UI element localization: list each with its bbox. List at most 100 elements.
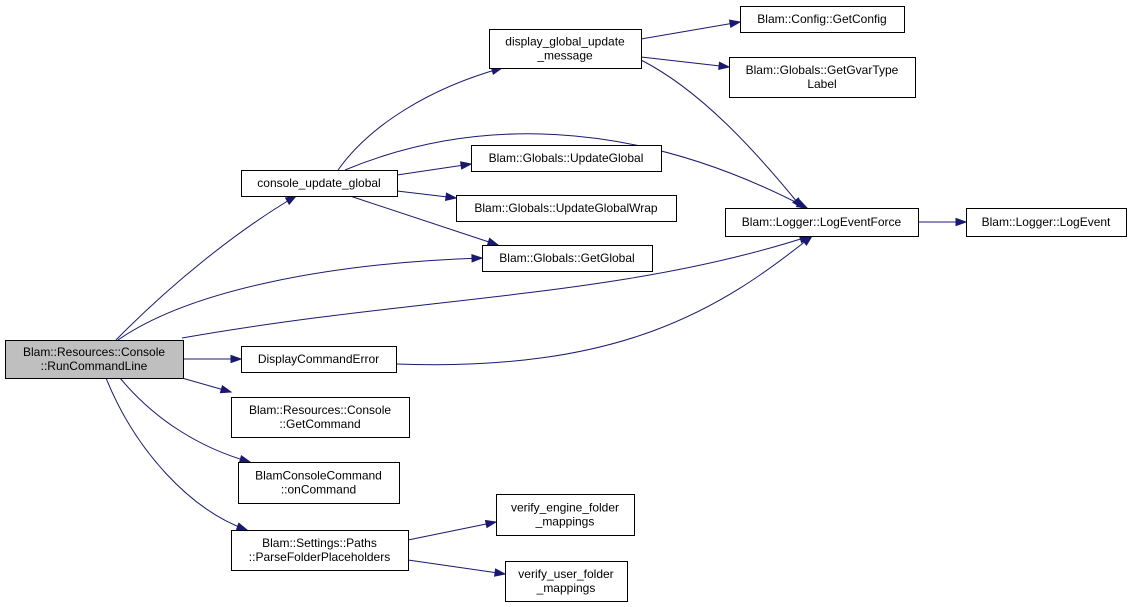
- edge-root-to-console_getcommand: [181, 377, 233, 394]
- arrowhead: [445, 192, 458, 202]
- node-console-update-global[interactable]: console_update_global: [241, 170, 398, 197]
- node-box: [231, 530, 409, 571]
- node-label-line: console_update_global: [257, 176, 380, 190]
- arrowhead: [471, 254, 484, 263]
- arrowhead: [460, 161, 473, 170]
- edge-line: [119, 377, 251, 463]
- node-label-line: Blam::Resources::Console: [249, 403, 391, 417]
- edge-display_global_update_message-to-config_getconfig: [640, 19, 742, 40]
- node-label-line: verify_engine_folder: [511, 501, 619, 515]
- node-box: [238, 462, 400, 504]
- node-logger-logevent[interactable]: Blam::Logger::LogEvent: [966, 208, 1127, 237]
- edge-displaycommanderror-to-logger_logeventforce: [395, 235, 814, 366]
- edge-line: [115, 195, 297, 341]
- node-label-line: Blam::Logger::LogEventForce: [742, 215, 902, 229]
- edge-line: [640, 59, 803, 209]
- node-paths-parsefolderplaceholders[interactable]: Blam::Settings::Paths::ParseFolderPlaceh…: [231, 530, 409, 571]
- edge-root-to-globals_getglobal: [117, 254, 484, 341]
- edge-line: [181, 235, 811, 339]
- node-label-line: Blam::Settings::Paths: [262, 536, 377, 550]
- node-console-getcommand[interactable]: Blam::Resources::Console::GetCommand: [231, 397, 410, 438]
- node-label-line: Blam::Logger::LogEvent: [982, 215, 1111, 229]
- node-label-line: ::onCommand: [281, 483, 356, 497]
- edge-root-to-blamconsolecommand_oncommand: [119, 377, 252, 464]
- node-box: [231, 397, 410, 438]
- edge-line: [105, 377, 248, 531]
- node-box: [496, 494, 635, 536]
- arrowhead: [284, 195, 298, 206]
- edge-logger_logeventforce-to-logger_logevent: [918, 217, 968, 227]
- arrowhead: [238, 454, 252, 464]
- node-label-line: verify_user_folder: [518, 567, 613, 581]
- node-label-line: BlamConsoleCommand: [255, 469, 382, 483]
- arrowhead: [219, 384, 233, 394]
- edge-paths_parsefolderplaceholders-to-verify_engine_folder_mappings: [407, 519, 498, 541]
- node-label-line: Blam::Resources::Console: [23, 345, 165, 359]
- arrowhead: [955, 217, 968, 227]
- node-box: [456, 195, 677, 222]
- arrowhead: [230, 354, 243, 364]
- edge-line: [396, 163, 472, 176]
- edge-line: [640, 21, 741, 40]
- arrowhead: [801, 235, 814, 246]
- edge-line: [640, 56, 730, 68]
- node-label-line: Blam::Globals::UpdateGlobalWrap: [474, 201, 658, 215]
- node-label-line: display_global_update: [505, 35, 625, 49]
- node-label-line: Label: [807, 77, 836, 91]
- node-globals-updateglobalwrap[interactable]: Blam::Globals::UpdateGlobalWrap: [456, 195, 677, 222]
- node-label-line: DisplayCommandError: [258, 352, 379, 366]
- node-globals-getglobal[interactable]: Blam::Globals::GetGlobal: [482, 245, 653, 272]
- node-box: [489, 29, 642, 69]
- nodes-layer: Blam::Resources::Console::RunCommandLine…: [5, 6, 1127, 602]
- node-box: [966, 208, 1127, 237]
- edge-console_update_global-to-globals_updateglobal: [396, 161, 473, 176]
- arrowhead: [494, 568, 507, 577]
- node-label-line: _mappings: [535, 515, 595, 529]
- arrowhead: [792, 197, 803, 210]
- edges-layer: [105, 19, 968, 577]
- edge-display_global_update_message-to-logger_logeventforce: [640, 59, 803, 210]
- arrowhead: [235, 522, 249, 531]
- node-blamconsolecommand-oncommand[interactable]: BlamConsoleCommand::onCommand: [238, 462, 400, 504]
- node-box: [482, 245, 653, 272]
- node-label-line: Blam::Globals::GetGlobal: [499, 251, 634, 265]
- node-box: [471, 145, 662, 172]
- node-box: [241, 170, 398, 197]
- node-label-line: ::ParseFolderPlaceholders: [249, 550, 390, 564]
- node-label-line: Blam::Globals::GetGvarType: [746, 63, 899, 77]
- arrowhead: [728, 19, 742, 28]
- node-verify-engine-folder-mappings[interactable]: verify_engine_folder_mappings: [496, 494, 635, 536]
- edge-paths_parsefolderplaceholders-to-verify_user_folder_mappings: [407, 559, 507, 577]
- edge-line: [337, 67, 503, 171]
- node-label-line: Blam::Config::GetConfig: [757, 12, 886, 26]
- node-box: [505, 561, 628, 602]
- node-label-line: _message: [536, 49, 593, 63]
- node-root: Blam::Resources::Console::RunCommandLine: [5, 340, 184, 379]
- node-globals-updateglobal[interactable]: Blam::Globals::UpdateGlobal: [471, 145, 662, 172]
- node-box: [241, 346, 397, 373]
- edge-line: [117, 257, 483, 341]
- node-box: [5, 340, 184, 379]
- edge-line: [407, 559, 506, 575]
- edge-console_update_global-to-globals_updateglobalwrap: [396, 190, 458, 202]
- arrowhead: [484, 519, 498, 529]
- edge-root-to-console_update_global: [115, 195, 298, 341]
- node-label-line: ::RunCommandLine: [41, 359, 148, 373]
- edge-line: [344, 133, 808, 209]
- node-config-getconfig[interactable]: Blam::Config::GetConfig: [740, 6, 905, 33]
- node-label-line: _mappings: [536, 581, 596, 595]
- edge-line: [395, 235, 813, 366]
- node-label-line: Blam::Globals::UpdateGlobal: [489, 151, 644, 165]
- edge-line: [407, 521, 497, 541]
- node-label-line: ::GetCommand: [279, 417, 360, 431]
- node-logger-logeventforce[interactable]: Blam::Logger::LogEventForce: [725, 208, 919, 237]
- node-displaycommanderror[interactable]: DisplayCommandError: [241, 346, 397, 373]
- arrowhead: [718, 61, 731, 71]
- node-box: [725, 208, 919, 237]
- node-box: [740, 6, 905, 33]
- node-display-global-update-message[interactable]: display_global_update_message: [489, 29, 642, 69]
- edge-display_global_update_message-to-globals_getgvartypelabel: [640, 56, 731, 71]
- node-verify-user-folder-mappings[interactable]: verify_user_folder_mappings: [505, 561, 628, 602]
